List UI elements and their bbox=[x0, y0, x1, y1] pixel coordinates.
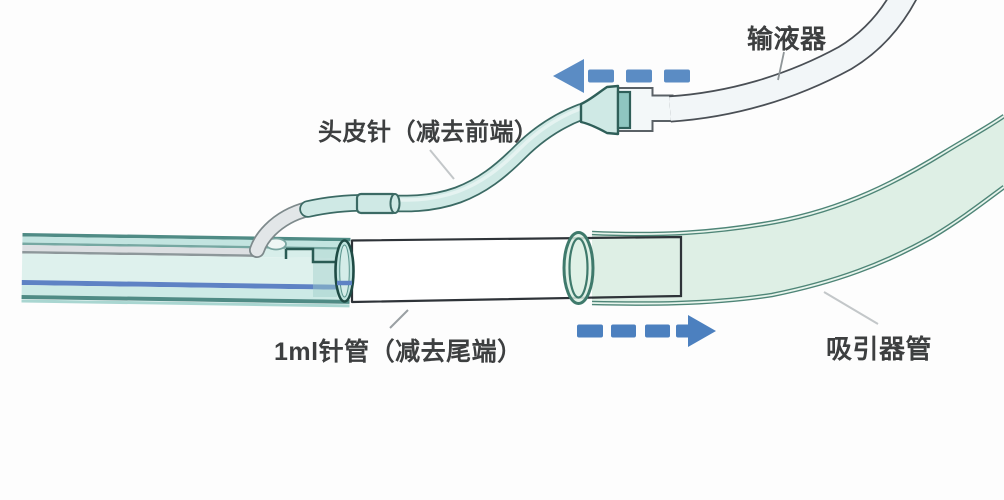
outer-sleeve-tube bbox=[21, 233, 351, 308]
infusion-leader-line bbox=[777, 51, 785, 81]
inner-blue-line bbox=[21, 279, 350, 290]
syringe-label: 1ml针管（减去尾端） bbox=[274, 338, 523, 366]
scalp-hub-tip bbox=[616, 90, 632, 130]
infusion-set-label: 输液器 bbox=[747, 24, 827, 54]
suction-tube-label: 吸引器管 bbox=[826, 334, 933, 364]
suction-tube bbox=[562, 114, 1004, 306]
scalp-needle-label: 头皮针（减去前端） bbox=[318, 119, 539, 146]
leader-lines bbox=[389, 51, 879, 329]
slide-left-arrow bbox=[553, 59, 690, 93]
scalp-needle-tube bbox=[299, 84, 632, 218]
infusion-tube bbox=[669, 0, 918, 123]
scalp-tube-gray-segment bbox=[249, 201, 316, 258]
syringe-hub-step bbox=[284, 247, 337, 297]
scalp-leader-line bbox=[429, 149, 455, 180]
inner-gray-tube-run bbox=[22, 245, 259, 256]
suction-leader-line bbox=[823, 291, 879, 325]
syringe-leader-line bbox=[389, 309, 409, 329]
scalp-hub-cone bbox=[579, 84, 620, 136]
slide-right-arrow bbox=[577, 315, 716, 347]
sleeve-flange bbox=[334, 239, 355, 303]
